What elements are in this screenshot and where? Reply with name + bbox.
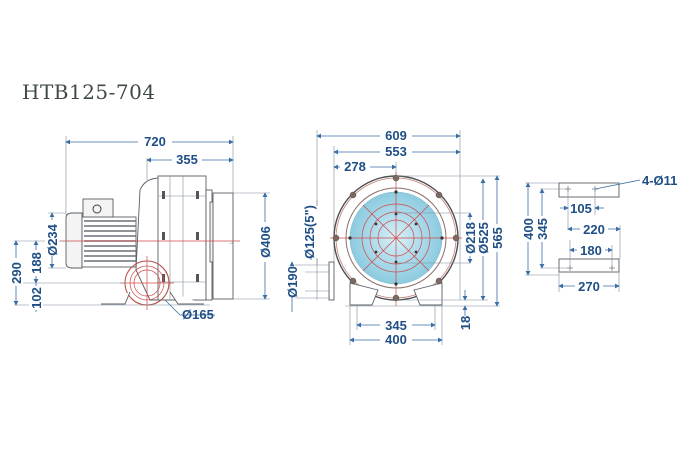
dim-565: 565	[490, 227, 505, 249]
dim-278: 278	[344, 159, 366, 174]
dim-188: 188	[29, 252, 44, 274]
dim-270: 270	[578, 279, 600, 294]
front-view: 609 553 278	[285, 128, 505, 347]
dim-290: 290	[9, 262, 24, 284]
dim-d125: Ø125(5")	[302, 205, 317, 259]
dim-355: 355	[176, 152, 198, 167]
dim-d406: Ø406	[258, 226, 273, 258]
dim-345-depth: 345	[535, 218, 550, 240]
model-title: HTB125-704	[22, 80, 156, 104]
svg-text:→: →	[228, 240, 234, 246]
dim-d190: Ø190	[285, 266, 300, 298]
dim-400: 400	[385, 332, 407, 347]
dim-d234: Ø234	[45, 223, 60, 256]
dim-d218: Ø218	[463, 222, 478, 254]
dim-105: 105	[570, 201, 592, 216]
side-view: 720 355	[9, 134, 273, 322]
dim-18: 18	[458, 316, 473, 330]
dim-345: 345	[385, 318, 407, 333]
dim-d525: Ø525	[476, 222, 491, 254]
dim-400-depth: 400	[521, 218, 536, 240]
dim-609: 609	[385, 128, 407, 143]
dim-220: 220	[583, 222, 605, 237]
dim-4-d11: 4-Ø11	[642, 173, 677, 188]
dim-180: 180	[580, 243, 602, 258]
dim-102: 102	[29, 287, 44, 309]
dim-d165: Ø165	[182, 307, 214, 322]
dim-720: 720	[144, 134, 166, 149]
dim-553: 553	[385, 144, 407, 159]
motor-fins	[84, 220, 136, 262]
base-view: 4-Ø11 105 220 180 270 400 345	[521, 173, 677, 294]
